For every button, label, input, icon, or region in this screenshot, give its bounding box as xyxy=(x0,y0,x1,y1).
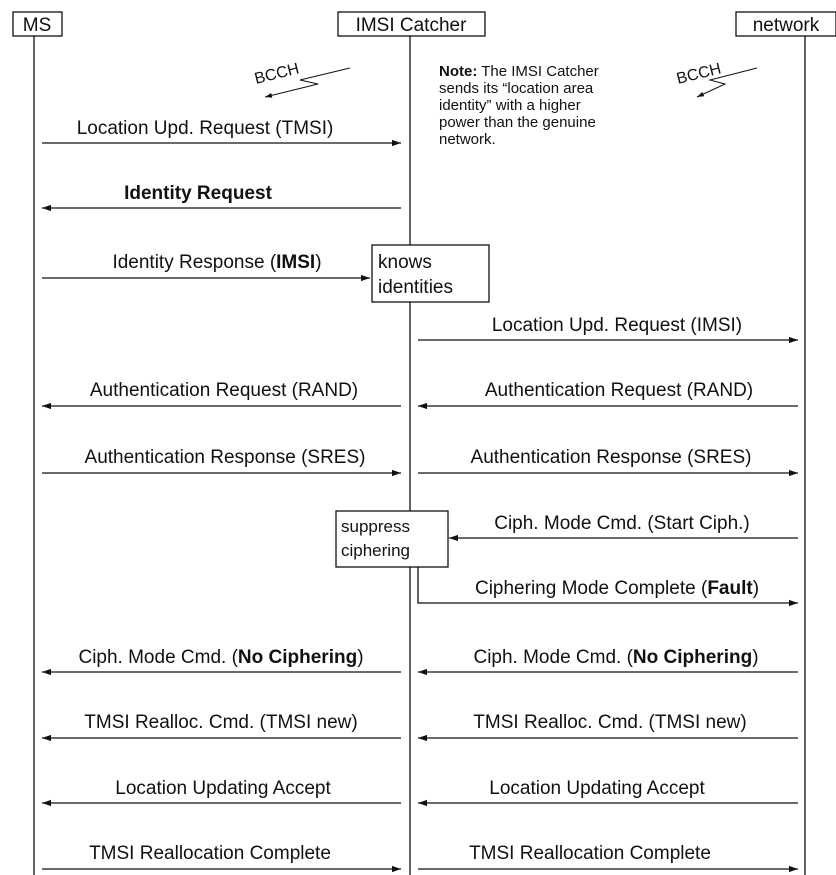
note-line-1: The IMSI Catcher xyxy=(477,63,598,80)
msg-segment: Authentication Request (RAND) xyxy=(90,380,358,401)
bcch-left-arrow xyxy=(264,67,351,98)
bcch-right-label: BCCH xyxy=(675,60,723,87)
msg-segment: Location Updating Accept xyxy=(489,778,705,799)
msg-label-15: Location Updating Accept xyxy=(115,778,331,799)
imsi-catcher-actor: IMSI Catcher xyxy=(337,11,486,37)
msg-segment: Authentication Request (RAND) xyxy=(485,380,753,401)
msg-label-11: Ciph. Mode Cmd. (No Ciphering) xyxy=(78,647,363,668)
msg-label-1: Location Upd. Request (TMSI) xyxy=(77,118,334,139)
msg-label-10: Ciphering Mode Complete (Fault) xyxy=(475,578,759,599)
msg-label-6: Authentication Request (RAND) xyxy=(485,380,753,401)
msg-segment: Fault xyxy=(707,578,753,599)
note-label: Note: xyxy=(439,63,477,80)
msg-label-14: TMSI Realloc. Cmd. (TMSI new) xyxy=(473,712,746,733)
suppress-box-line-1: suppress xyxy=(341,517,410,536)
ms-actor: MS xyxy=(12,11,63,37)
msg-segment: IMSI xyxy=(276,252,315,273)
knows-box-line-2: identities xyxy=(378,277,453,298)
msg-segment: TMSI Reallocation Complete xyxy=(469,843,711,864)
msg-label-12: Ciph. Mode Cmd. (No Ciphering) xyxy=(473,647,758,668)
suppress-box-line-2: ciphering xyxy=(341,541,410,560)
msg-label-4: Location Upd. Request (IMSI) xyxy=(492,315,742,336)
note-line-4: power than the genuine xyxy=(439,114,596,131)
msg-label-5: Authentication Request (RAND) xyxy=(90,380,358,401)
msg-segment: No Ciphering xyxy=(238,647,357,668)
msg-segment: Location Upd. Request (IMSI) xyxy=(492,315,742,336)
note-line-5: network. xyxy=(439,131,496,148)
imsi-catcher-label: IMSI Catcher xyxy=(356,15,468,36)
msg-segment: TMSI Realloc. Cmd. (TMSI new) xyxy=(473,712,746,733)
msg-segment: ) xyxy=(752,647,758,668)
bcch-right: BCCH xyxy=(675,60,758,98)
msg-segment: Identity Response ( xyxy=(112,252,276,273)
msg-segment: No Ciphering xyxy=(633,647,752,668)
knows-identities-box: knows identities xyxy=(371,244,490,303)
ms-label: MS xyxy=(23,15,52,36)
msg-label-18: TMSI Reallocation Complete xyxy=(469,843,711,864)
msg-segment: Ciph. Mode Cmd. (Start Ciph.) xyxy=(494,513,750,534)
msg-segment: Authentication Response (SRES) xyxy=(471,447,752,468)
msg-segment: Authentication Response (SRES) xyxy=(85,447,366,468)
msg-segment: ) xyxy=(753,578,759,599)
note-line-2: sends its “location area xyxy=(439,80,594,97)
msg-label-8: Authentication Response (SRES) xyxy=(471,447,752,468)
msg-segment: Ciph. Mode Cmd. ( xyxy=(78,647,238,668)
msg-label-3: Identity Response (IMSI) xyxy=(112,252,321,273)
msg-segment: Location Upd. Request (TMSI) xyxy=(77,118,334,139)
msg-segment: ) xyxy=(315,252,321,273)
msg-arrow-10 xyxy=(417,567,798,607)
msg-label-13: TMSI Realloc. Cmd. (TMSI new) xyxy=(84,712,357,733)
msg-segment: Ciphering Mode Complete ( xyxy=(475,578,708,599)
bcch-left: BCCH xyxy=(253,60,351,98)
msg-label-16: Location Updating Accept xyxy=(489,778,705,799)
msg-segment: TMSI Realloc. Cmd. (TMSI new) xyxy=(84,712,357,733)
msg-label-9: Ciph. Mode Cmd. (Start Ciph.) xyxy=(494,513,750,534)
network-label: network xyxy=(753,15,820,36)
msg-segment: TMSI Reallocation Complete xyxy=(89,843,331,864)
msg-segment: Identity Request xyxy=(124,183,272,204)
msg-label-7: Authentication Response (SRES) xyxy=(85,447,366,468)
note-line-3: identity” with a higher xyxy=(439,97,581,114)
network-actor: network xyxy=(735,11,836,37)
bcch-left-label: BCCH xyxy=(253,60,301,87)
msg-segment: Ciph. Mode Cmd. ( xyxy=(473,647,633,668)
suppress-ciphering-box: suppress ciphering xyxy=(335,510,449,568)
bcch-right-arrow xyxy=(696,67,758,98)
note-text: Note: The IMSI Catcher sends its “locati… xyxy=(439,63,603,148)
msg-label-2: Identity Request xyxy=(124,183,272,204)
msg-segment: Location Updating Accept xyxy=(115,778,331,799)
msg-label-17: TMSI Reallocation Complete xyxy=(89,843,331,864)
msg-segment: ) xyxy=(357,647,363,668)
knows-box-line-1: knows xyxy=(378,252,432,273)
